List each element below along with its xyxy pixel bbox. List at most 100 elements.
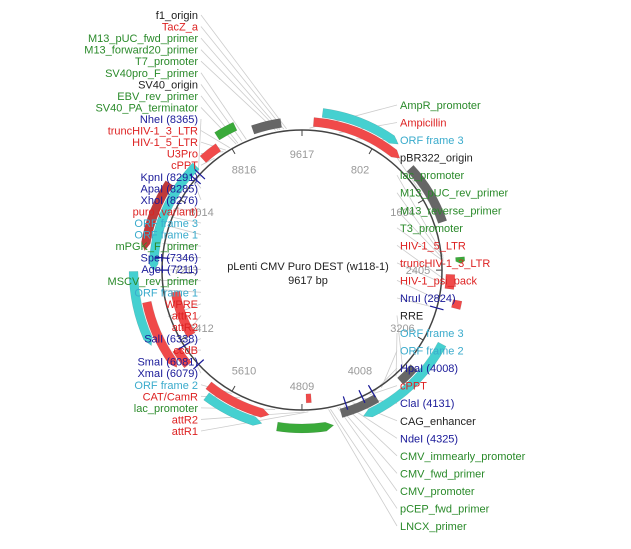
leader-0-left xyxy=(200,14,287,130)
leader-3-left xyxy=(200,49,279,131)
leader-10-right xyxy=(396,280,441,302)
label-left-sv40pro-f-primer: SV40pro_F_primer xyxy=(105,68,198,80)
tick-label-8014: 8014 xyxy=(189,207,213,219)
leader-31-left xyxy=(196,365,202,374)
feature-puro xyxy=(141,180,174,252)
label-left-m13-puc-fwd-primer: M13_pUC_fwd_primer xyxy=(88,33,198,45)
tick-label-7213: 7213 xyxy=(174,265,198,277)
label-right-pbr322-origin: pBR322_origin xyxy=(400,153,473,165)
leader-2-left xyxy=(200,37,281,130)
label-left-lac-promoter: lac_promoter xyxy=(134,403,199,415)
tick-label-9617: 9617 xyxy=(290,149,314,161)
feature-attr2-a xyxy=(305,393,312,404)
leader-12-right xyxy=(396,315,404,371)
leader-24-left xyxy=(161,289,202,293)
tick-label-802: 802 xyxy=(351,165,369,177)
leader-3-right xyxy=(396,157,423,196)
label-right-pcep-fwd-primer: pCEP_fwd_primer xyxy=(400,503,490,515)
leader-9-left xyxy=(197,118,202,173)
label-left-sv40-origin: SV40_origin xyxy=(138,79,198,91)
tick-label-8816: 8816 xyxy=(232,165,256,177)
feature-sv40 xyxy=(214,121,238,141)
label-right-nrui-2824-: NruI (2824) xyxy=(400,293,456,305)
label-left-spei-7346-: SpeI (7346) xyxy=(141,253,198,265)
feature-orf-frame-3-a xyxy=(321,108,399,145)
leader-6-right xyxy=(396,209,444,260)
feature-ori xyxy=(406,164,448,224)
label-left-attr1: attR1 xyxy=(172,426,198,438)
leader-23-right xyxy=(330,408,398,509)
tick-1604 xyxy=(417,199,424,204)
tick-label-3206: 3206 xyxy=(390,323,414,335)
feature-labels: f1_originTacZ_aM13_pUC_fwd_primerM13_for… xyxy=(84,10,525,533)
label-left-puro-variant-: puro (variant) xyxy=(133,206,198,218)
site-6338 xyxy=(178,341,191,351)
feature-ccdb xyxy=(142,300,178,368)
label-right-ndei-4325-: NdeI (4325) xyxy=(400,433,458,445)
site-6081 xyxy=(192,359,205,370)
feature-attr1-a xyxy=(172,346,192,369)
feature-orf-frame-3-b xyxy=(362,341,447,418)
feature-ltr-3prime xyxy=(444,274,456,290)
label-right-trunchiv-1-3-ltr: truncHIV-1_3_LTR xyxy=(400,258,490,270)
tick-5610 xyxy=(231,385,236,392)
leader-7-left xyxy=(200,95,239,144)
label-left-kpni-8291-: KpnI (8291) xyxy=(141,172,198,184)
leader-16-right xyxy=(369,385,398,396)
feature-arcs xyxy=(128,108,466,434)
feature-cag xyxy=(276,421,335,434)
site-8291 xyxy=(189,174,202,185)
feature-psi xyxy=(451,299,463,310)
tick-label-5610: 5610 xyxy=(232,365,256,377)
label-right-ampr-promoter: AmpR_promoter xyxy=(400,100,481,112)
leader-6-left xyxy=(200,84,243,142)
label-right-m13-reverse-primer: M13_reverse_primer xyxy=(400,205,502,217)
site-4008 xyxy=(367,384,376,398)
label-right-rre: RRE xyxy=(400,311,423,323)
feature-ampr xyxy=(313,117,401,159)
leader-7-right xyxy=(396,227,444,262)
leader-35-left xyxy=(200,411,305,420)
leader-4-left xyxy=(200,60,276,131)
leader-24-right xyxy=(328,409,398,527)
label-right-m13-puc-rev-primer: M13_pUC_rev_primer xyxy=(400,188,509,200)
leader-1-left xyxy=(200,26,285,130)
label-left-xmai-6079-: XmaI (6079) xyxy=(137,368,198,380)
feature-rre xyxy=(397,364,418,385)
leader-20-left xyxy=(162,243,202,247)
label-left-u3pro: U3Pro xyxy=(167,149,198,161)
label-right-cag-enhancer: CAG_enhancer xyxy=(400,416,476,428)
label-left-hiv-1-5-ltr: HIV-1_5_LTR xyxy=(132,137,198,149)
site-7346 xyxy=(155,256,170,260)
tick-3206 xyxy=(417,336,424,341)
label-left-attr1: attR1 xyxy=(172,310,198,322)
leader-17-left xyxy=(174,207,202,212)
feature-lac xyxy=(455,256,466,264)
feature-orf-frame-1-b xyxy=(148,162,200,272)
site-8365 xyxy=(194,169,206,180)
label-left-orf-frame-1: ORF frame 1 xyxy=(134,287,198,299)
label-left-xhoi-8276-: XhoI (8276) xyxy=(141,195,198,207)
site-4325 xyxy=(342,396,349,410)
label-left-orf-frame-1: ORF frame 1 xyxy=(134,230,198,242)
plasmid-size: 9617 bp xyxy=(288,275,328,287)
label-left-orf-frame-2: ORF frame 2 xyxy=(134,380,198,392)
leader-5-right xyxy=(396,192,444,258)
label-left-mscv-rev-primer: MSCV_rev_primer xyxy=(108,276,199,288)
label-left-cat-camr: CAT/CamR xyxy=(143,391,198,403)
leader-5-left xyxy=(200,72,247,140)
tick-label-4809: 4809 xyxy=(290,381,314,393)
tick-label-2405: 2405 xyxy=(406,265,430,277)
label-left-f1-origin: f1_origin xyxy=(156,10,198,22)
label-right-hiv-1-5-ltr: HIV-1_5_LTR xyxy=(400,240,466,252)
label-right-cmv-fwd-primer: CMV_fwd_primer xyxy=(400,468,485,480)
label-right-ampicillin: Ampicillin xyxy=(400,118,446,130)
label-left-trunchiv-1-3-ltr: truncHIV-1_3_LTR xyxy=(108,126,198,138)
feature-cmv xyxy=(339,394,380,418)
label-left-agei-7211-: AgeI (7211) xyxy=(141,264,198,276)
tick-6412 xyxy=(180,336,187,341)
leader-19-left xyxy=(167,225,202,235)
label-right-orf-frame-2: ORF frame 2 xyxy=(400,346,464,358)
site-4131 xyxy=(358,389,366,404)
